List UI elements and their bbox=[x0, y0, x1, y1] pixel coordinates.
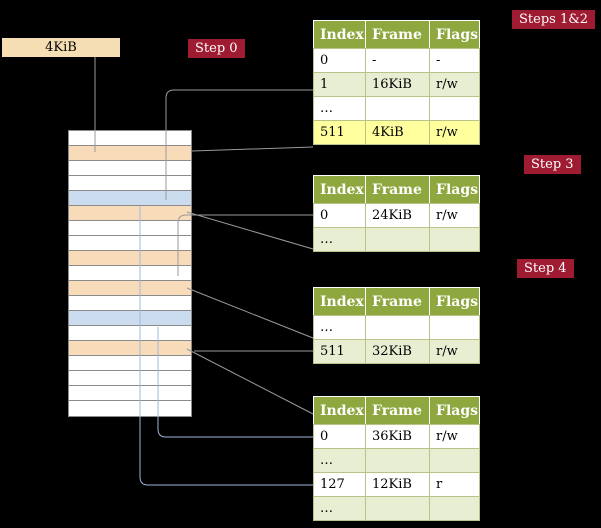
column-header-frame: Frame bbox=[365, 20, 430, 49]
table-row-highlighted: 511 4KiB r/w bbox=[313, 120, 480, 145]
cell-index: … bbox=[313, 315, 366, 340]
line-l2-frame-to-l2-table bbox=[186, 211, 314, 250]
step-4-badge: Step 4 bbox=[517, 259, 574, 278]
memory-cell-white bbox=[69, 266, 191, 281]
column-header-flags: Flags bbox=[429, 396, 480, 425]
memory-cell-white bbox=[69, 236, 191, 251]
column-header-frame: Frame bbox=[365, 396, 430, 425]
cell-flags bbox=[429, 448, 480, 473]
cell-frame: 36KiB bbox=[365, 424, 430, 449]
column-header-flags: Flags bbox=[429, 20, 480, 49]
table-row-ellipsis: … bbox=[313, 315, 480, 340]
table-row: 1 16KiB r/w bbox=[313, 72, 480, 97]
cell-frame: 16KiB bbox=[365, 72, 430, 97]
memory-cell-white bbox=[69, 401, 191, 416]
table-header-row: Index Frame Flags bbox=[313, 175, 480, 204]
table-row-ellipsis: … bbox=[313, 227, 480, 252]
cell-flags bbox=[429, 227, 480, 252]
cell-flags: r/w bbox=[429, 120, 480, 145]
column-header-frame: Frame bbox=[365, 175, 430, 204]
cell-flags: r bbox=[429, 472, 480, 497]
column-header-frame: Frame bbox=[365, 287, 430, 316]
memory-cell-white bbox=[69, 296, 191, 311]
cell-frame bbox=[365, 448, 430, 473]
page-table-level-3: Index Frame Flags … 511 32KiB r/w bbox=[313, 287, 480, 364]
cell-frame: 24KiB bbox=[365, 203, 430, 228]
memory-cell-white bbox=[69, 161, 191, 176]
column-header-index: Index bbox=[313, 287, 366, 316]
cell-index: … bbox=[313, 448, 366, 473]
cell-index: … bbox=[313, 227, 366, 252]
table-header-row: Index Frame Flags bbox=[313, 287, 480, 316]
column-header-flags: Flags bbox=[429, 175, 480, 204]
cell-frame bbox=[365, 227, 430, 252]
memory-cell-table bbox=[69, 251, 191, 266]
cell-frame: 32KiB bbox=[365, 339, 430, 364]
memory-cell-white bbox=[69, 221, 191, 236]
table-row: 0 - - bbox=[313, 48, 480, 73]
cell-flags: r/w bbox=[429, 203, 480, 228]
memory-cell-white bbox=[69, 131, 191, 146]
column-header-index: Index bbox=[313, 20, 366, 49]
table-row-ellipsis: … bbox=[313, 96, 480, 121]
memory-cell-white bbox=[69, 356, 191, 371]
memory-cell-data bbox=[69, 191, 191, 206]
memory-cell-table bbox=[69, 206, 191, 221]
memory-cell-data bbox=[69, 311, 191, 326]
cell-index: 511 bbox=[313, 120, 366, 145]
steps-1-2-badge: Steps 1&2 bbox=[512, 10, 596, 29]
table-row-ellipsis: … bbox=[313, 496, 480, 521]
memory-cell-table bbox=[69, 146, 191, 161]
table-row: 127 12KiB r bbox=[313, 472, 480, 497]
table-row: 0 36KiB r/w bbox=[313, 424, 480, 449]
cell-index: … bbox=[313, 496, 366, 521]
memory-cell-table bbox=[69, 281, 191, 296]
cell-frame bbox=[365, 496, 430, 521]
cell-index: 511 bbox=[313, 339, 366, 364]
column-header-index: Index bbox=[313, 175, 366, 204]
cell-index: 0 bbox=[313, 424, 366, 449]
cell-index: … bbox=[313, 96, 366, 121]
table-row-ellipsis: … bbox=[313, 448, 480, 473]
cell-flags bbox=[429, 96, 480, 121]
cell-frame: 4KiB bbox=[365, 120, 430, 145]
cell-index: 127 bbox=[313, 472, 366, 497]
cell-flags: - bbox=[429, 48, 480, 73]
table-header-row: Index Frame Flags bbox=[313, 396, 480, 425]
page-table-level-1: Index Frame Flags 0 - - 1 16KiB r/w … bbox=[313, 20, 480, 145]
line-l4-frame-to-l4-table bbox=[186, 348, 314, 415]
memory-cell-white bbox=[69, 176, 191, 191]
cell-flags: r/w bbox=[429, 72, 480, 97]
memory-cell-table bbox=[69, 341, 191, 356]
cell-flags bbox=[429, 496, 480, 521]
physical-memory-column bbox=[68, 130, 192, 417]
memory-cell-white bbox=[69, 386, 191, 401]
page-table-level-4: Index Frame Flags 0 36KiB r/w … 127 12Ki… bbox=[313, 396, 480, 521]
step-0-badge: Step 0 bbox=[188, 39, 245, 58]
cell-index: 0 bbox=[313, 48, 366, 73]
cell-flags: r/w bbox=[429, 424, 480, 449]
root-table-address-box: 4KiB bbox=[2, 38, 120, 57]
cell-flags: r/w bbox=[429, 339, 480, 364]
column-header-index: Index bbox=[313, 396, 366, 425]
memory-cell-white bbox=[69, 326, 191, 341]
page-table-level-2: Index Frame Flags 0 24KiB r/w … bbox=[313, 175, 480, 252]
cell-frame bbox=[365, 315, 430, 340]
table-row: 511 32KiB r/w bbox=[313, 339, 480, 364]
cell-frame: - bbox=[365, 48, 430, 73]
cell-index: 0 bbox=[313, 203, 366, 228]
cell-frame: 12KiB bbox=[365, 472, 430, 497]
arrow-l1-entry511-to-root-frame bbox=[191, 146, 314, 152]
line-l3-frame-to-l3-table bbox=[186, 287, 314, 339]
table-row: 0 24KiB r/w bbox=[313, 203, 480, 228]
cell-flags bbox=[429, 315, 480, 340]
cell-index: 1 bbox=[313, 72, 366, 97]
table-header-row: Index Frame Flags bbox=[313, 20, 480, 49]
cell-frame bbox=[365, 96, 430, 121]
memory-cell-white bbox=[69, 371, 191, 386]
arrow-l2-entry0-to-l3-frame bbox=[177, 214, 313, 276]
column-header-flags: Flags bbox=[429, 287, 480, 316]
step-3-badge: Step 3 bbox=[524, 155, 581, 174]
